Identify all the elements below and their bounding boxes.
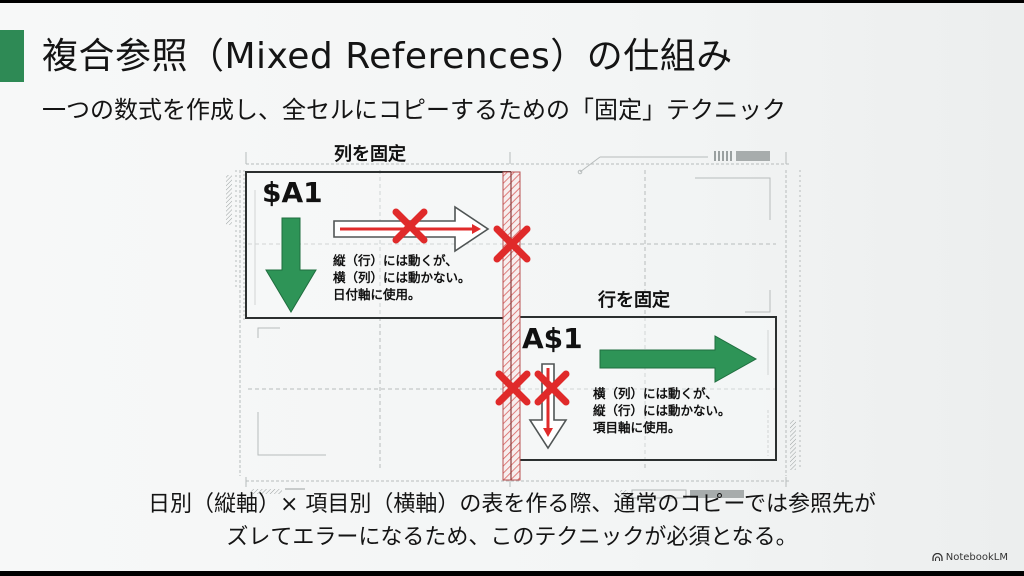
- blocked-x-icon: [495, 370, 531, 406]
- column-fixed-description: 縦（行）には動くが、 横（列）には動かない。 日付軸に使用。: [333, 253, 471, 302]
- blueprint-decorations: [235, 152, 801, 487]
- footer-line-1: 日別（縦軸）× 項目別（横軸）の表を作る際、通常のコピーでは参照先が: [147, 492, 877, 517]
- row-fixed-heading: 行を固定: [598, 290, 670, 311]
- row-fixed-description: 横（列）には動くが、 縦（行）には動かない。 項目軸に使用。: [593, 386, 731, 435]
- slide-title: 複合参照（Mixed References）の仕組み: [42, 36, 733, 77]
- ruler-decorations: [226, 151, 796, 499]
- brand-label: NotebookLM: [945, 552, 1008, 563]
- notebooklm-logo-icon: [932, 553, 943, 561]
- blocked-x-icon: [534, 370, 570, 406]
- slide-subtitle: 一つの数式を作成し、全セルにコピーするための「固定」テクニック: [42, 96, 786, 124]
- column-fixed-heading: 列を固定: [334, 144, 406, 165]
- column-fixed-reference: $A1: [262, 176, 323, 209]
- row-fixed-reference: A$1: [522, 322, 583, 355]
- arrow-down-icon: [265, 217, 317, 313]
- footer-line-2: ズレてエラーになるため、このテクニックが必須となる。: [226, 525, 798, 550]
- arrow-down-icon: [528, 363, 568, 450]
- title-accent-bar: [0, 30, 24, 82]
- arrow-right-icon: [599, 335, 758, 383]
- brand-watermark: NotebookLM: [932, 552, 1008, 563]
- slide-footer-note: 日別（縦軸）× 項目別（横軸）の表を作る際、通常のコピーでは参照先が ズレてエラ…: [0, 488, 1024, 554]
- blocked-x-icon: [493, 225, 531, 263]
- blocked-x-icon: [392, 208, 428, 244]
